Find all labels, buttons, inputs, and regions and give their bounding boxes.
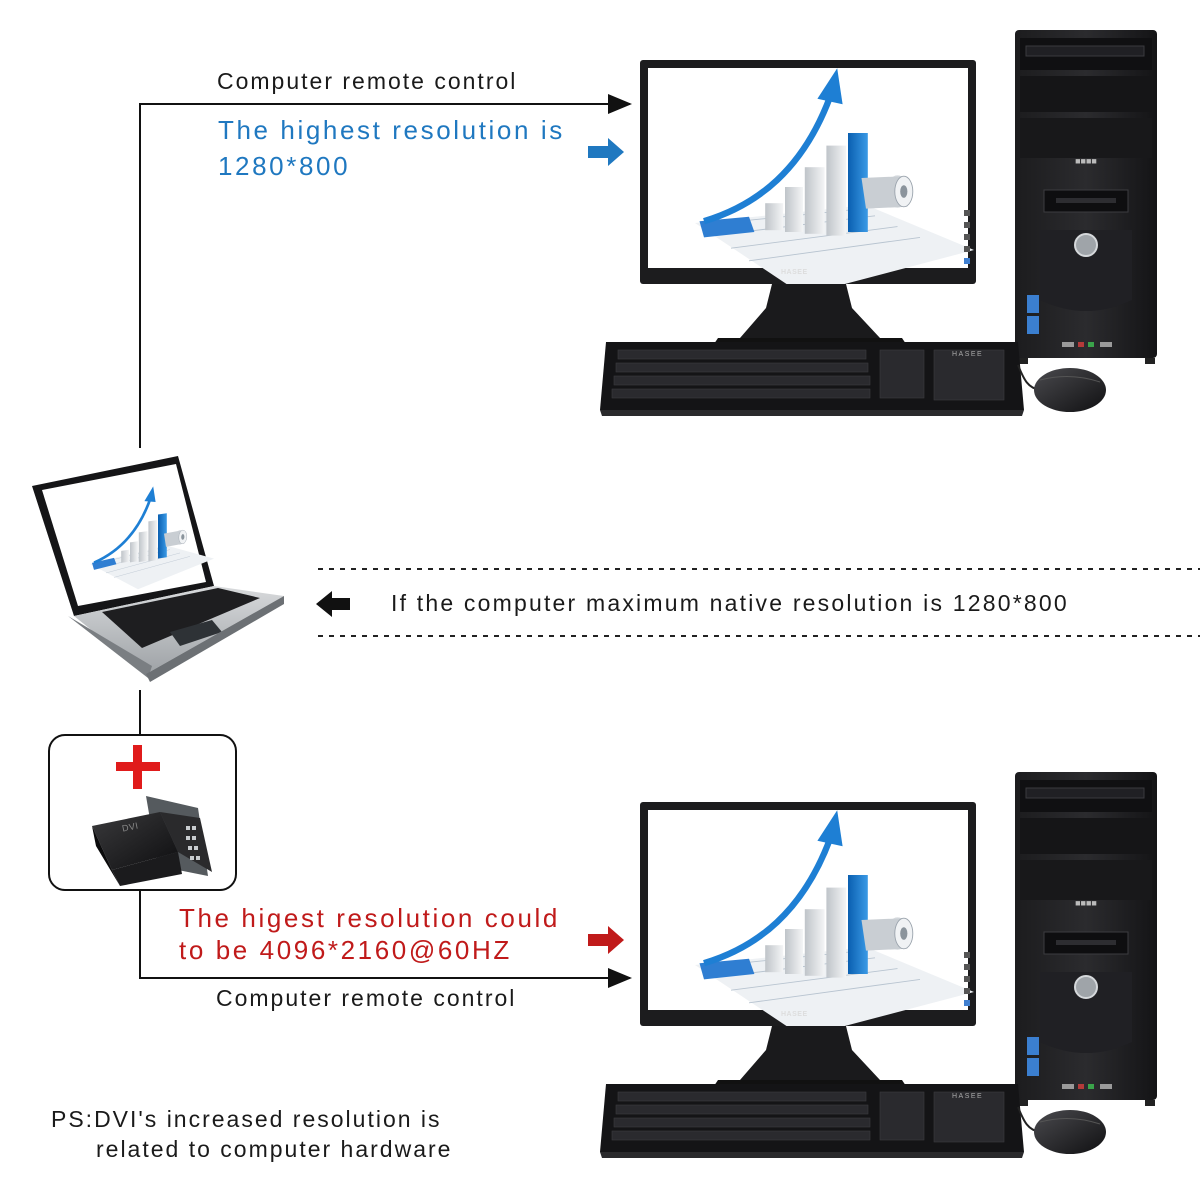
laptop xyxy=(32,456,284,682)
bottom-keyboard-brand: HASEE xyxy=(952,1093,984,1100)
top-resolution-line1: The highest resolution is xyxy=(218,115,565,145)
footnote-line2: related to computer hardware xyxy=(96,1136,453,1162)
top-connector-label: Computer remote control xyxy=(217,68,518,94)
bottom-resolution-line2: to be 4096*2160@60HZ xyxy=(179,935,512,965)
bottom-connector-label: Computer remote control xyxy=(216,985,517,1011)
top-desktop-computer xyxy=(600,30,1157,416)
red-arrow-icon xyxy=(588,926,624,954)
footnote: PS:DVI's increased resolution is related… xyxy=(51,1104,452,1164)
top-monitor-brand: HASEE xyxy=(781,269,808,276)
bottom-connector-line xyxy=(139,890,632,988)
bottom-monitor-brand: HASEE xyxy=(781,1011,808,1018)
middle-note: If the computer maximum native resolutio… xyxy=(391,590,1069,616)
dvi-adapter-box xyxy=(48,734,237,891)
top-resolution-text: The highest resolution is 1280*800 xyxy=(218,112,565,184)
bottom-desktop-computer xyxy=(600,772,1157,1158)
bottom-resolution-line1: The higest resolution could xyxy=(179,903,560,933)
footnote-line1: PS:DVI's increased resolution is xyxy=(51,1106,442,1132)
black-left-arrow-icon xyxy=(316,591,350,617)
top-connector-line xyxy=(139,94,632,448)
top-resolution-line2: 1280*800 xyxy=(218,151,351,181)
blue-arrow-icon xyxy=(588,138,624,166)
top-keyboard-brand: HASEE xyxy=(952,351,984,358)
bottom-resolution-text: The higest resolution could to be 4096*2… xyxy=(179,902,560,966)
